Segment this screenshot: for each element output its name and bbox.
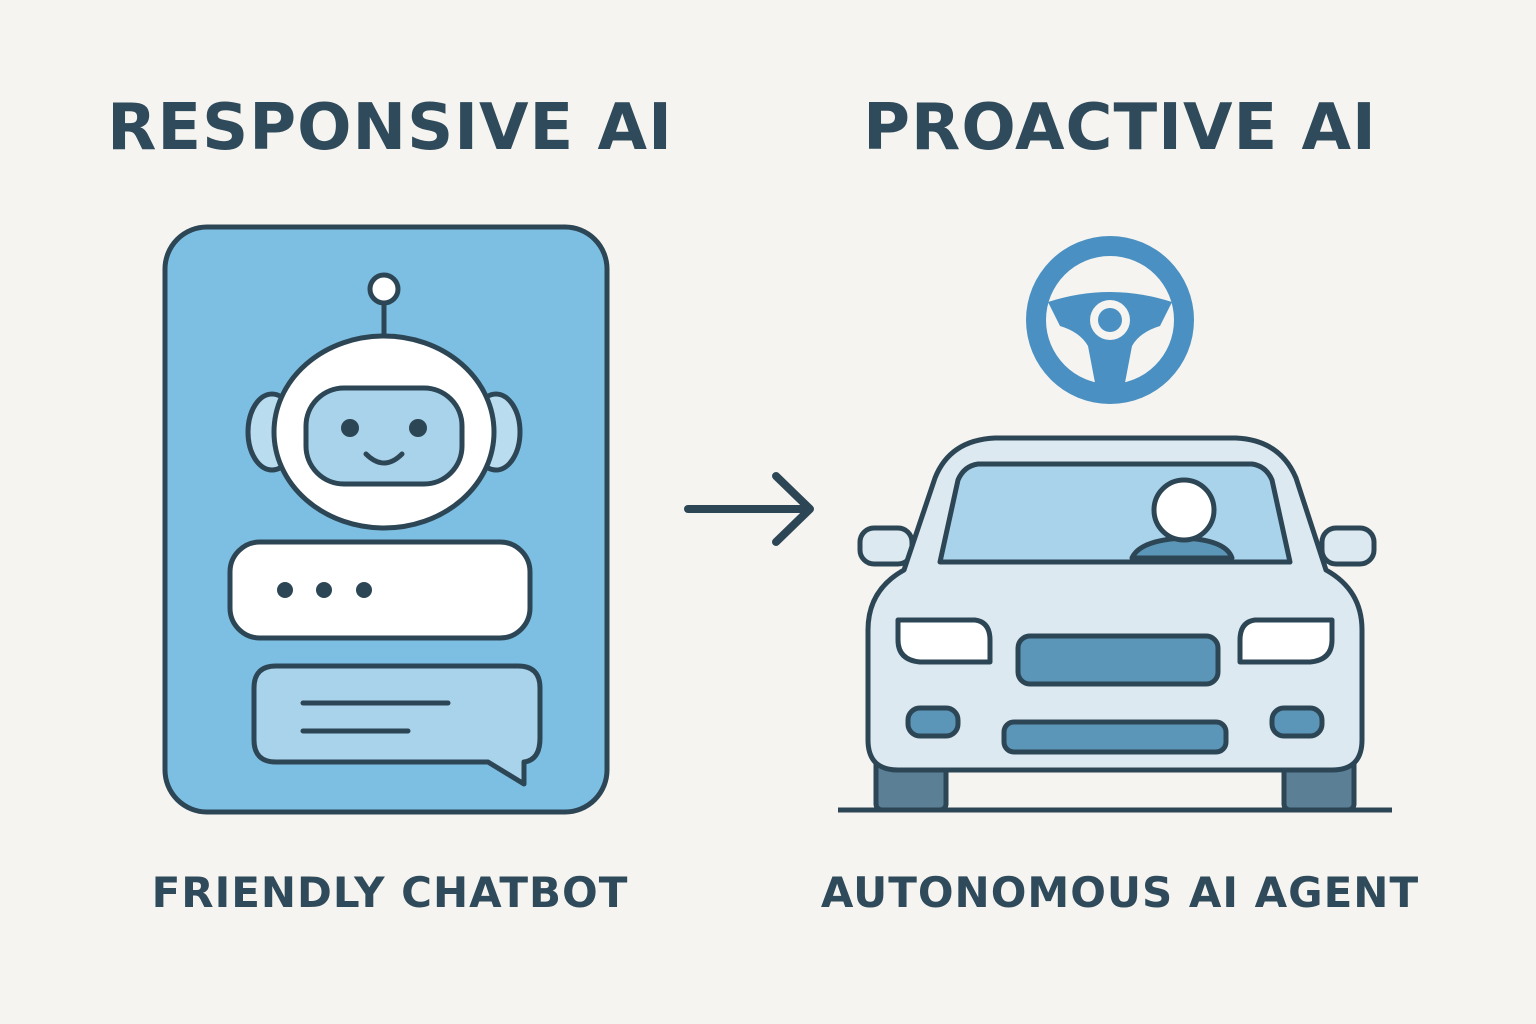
car-icon	[838, 435, 1392, 813]
arrow-right-icon	[684, 472, 814, 546]
friendly-chatbot-caption: FRIENDLY CHATBOT	[151, 868, 629, 917]
message-bubble-icon	[251, 663, 543, 787]
chatbot-panel	[162, 224, 610, 815]
driver-icon	[1129, 477, 1235, 561]
autonomous-ai-agent-caption: AUTONOMOUS AI AGENT	[820, 868, 1420, 917]
steering-wheel-icon	[1026, 236, 1194, 404]
typing-bubble-icon	[227, 539, 533, 641]
robot-icon	[245, 272, 523, 531]
responsive-ai-heading: RESPONSIVE AI	[107, 91, 673, 165]
proactive-ai-heading: PROACTIVE AI	[863, 91, 1377, 165]
